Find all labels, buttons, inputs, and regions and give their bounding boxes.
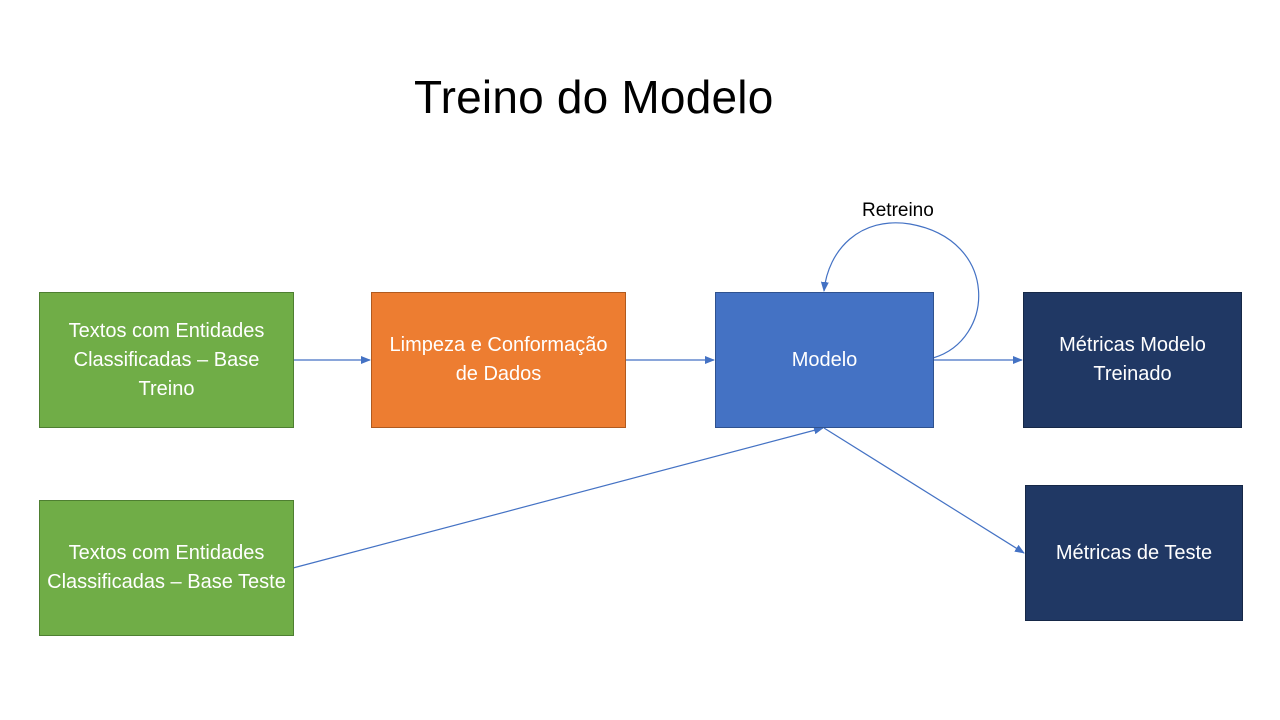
edge-model-to-test-metrics <box>823 427 1025 554</box>
train-texts-box: Textos com Entidades Classificadas – Bas… <box>39 292 294 428</box>
cleaning-label: Limpeza e Conformação de Dados <box>389 334 608 385</box>
edge-test-to-model <box>292 426 824 569</box>
test-texts-box: Textos com Entidades Classificadas – Bas… <box>39 500 294 636</box>
edge-retrain-loop <box>820 222 980 359</box>
model-label: Modelo <box>791 348 858 371</box>
trained-metrics-box: Métricas Modelo Treinado <box>1023 292 1242 428</box>
slide-title: Treino do Modelo <box>414 71 774 123</box>
cleaning-box: Limpeza e Conformação de Dados <box>371 292 626 428</box>
model-box: Modelo <box>715 292 934 428</box>
test-metrics-label: Métricas de Teste <box>1055 541 1213 564</box>
train-texts-label: Textos com Entidades Classificadas – Bas… <box>68 319 265 400</box>
retrain-label: Retreino <box>862 200 934 221</box>
test-texts-label: Textos com Entidades Classificadas – Bas… <box>47 542 286 593</box>
trained-metrics-label: Métricas Modelo Treinado <box>1059 334 1206 385</box>
test-metrics-box: Métricas de Teste <box>1025 485 1243 621</box>
